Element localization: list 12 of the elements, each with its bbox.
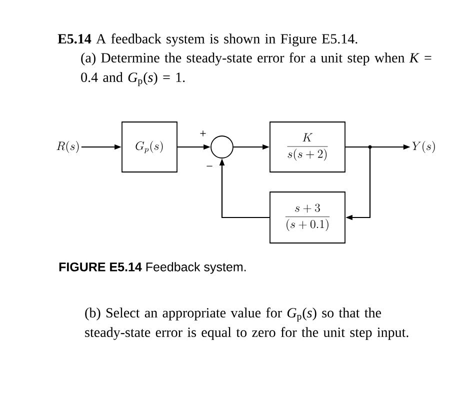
block-box: $\frac{s+3}{(s+0.1)}$ [270,192,346,244]
question-text: (b) Select an appropriate value for G$_{p}$(s) so that the steady-state error is equal to zero for the unit step input. [85,308,408,340]
signal-label: $Y(s)$ [412,141,435,153]
summing-junction [210,136,234,158]
signal-label: $R(s)$ [56,141,79,153]
sign-label: + [200,130,206,136]
figure-caption: FIGURE E5.14 Feedback system. [59,262,246,274]
arrow [345,146,371,220]
question-text: (a) Determine the steady-state error for a unit step when K = 0.4 and G$_{p}$(s) = 1. [81,52,432,86]
problem-statement: E5.14 A feedback system is shown in Figure E5.14. [58,34,358,46]
block-box: $\frac{K}{s(s+2)}$ [270,122,346,172]
block-box: $G_p(s)$ [122,122,178,172]
